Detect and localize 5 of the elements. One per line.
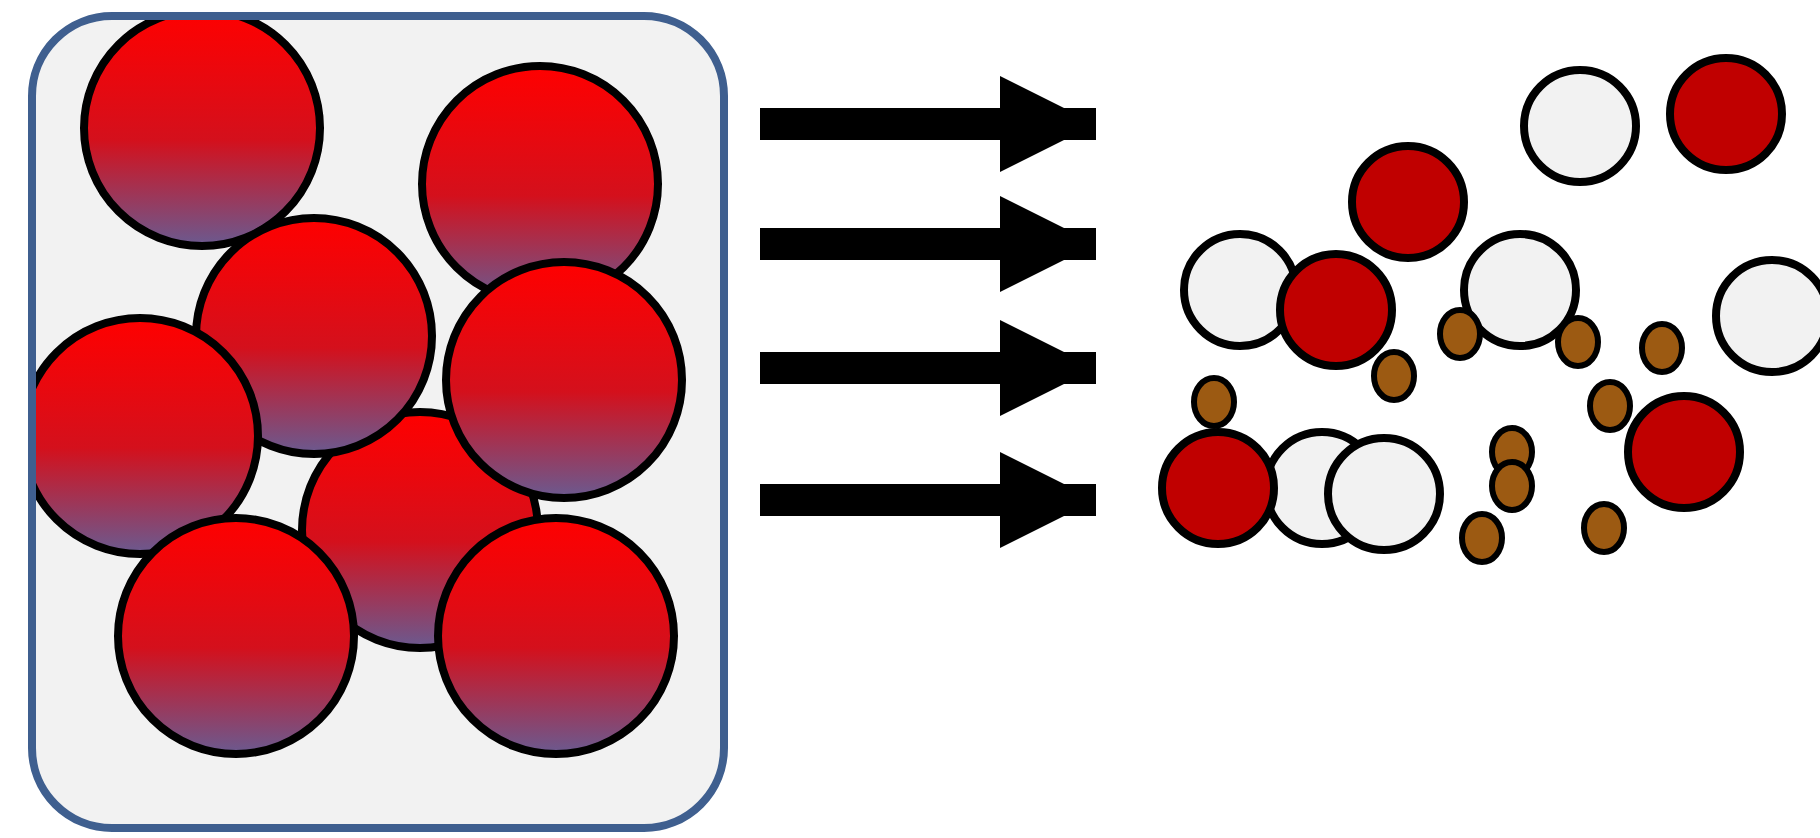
- container-box: [28, 12, 728, 832]
- arrow: [760, 452, 1096, 548]
- arrow: [760, 320, 1096, 416]
- arrow: [760, 196, 1096, 292]
- arrow: [760, 76, 1096, 172]
